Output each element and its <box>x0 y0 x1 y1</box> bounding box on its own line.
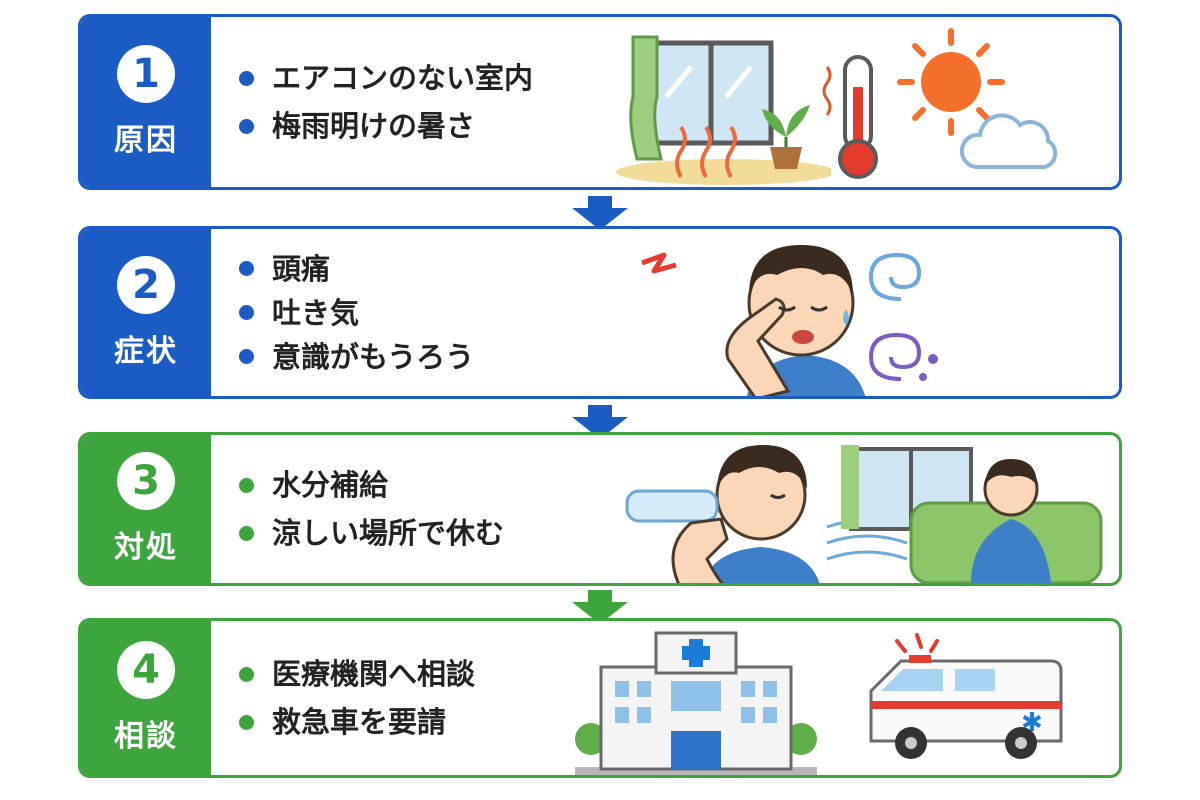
down-arrow-icon <box>572 590 628 624</box>
thermometer-icon <box>822 55 878 179</box>
bullet-icon <box>239 714 254 730</box>
step-consult: 4 相談 医療機関へ相談 救急車を要請 ✱ <box>78 618 1122 778</box>
window-icon <box>616 35 831 185</box>
down-arrow-icon <box>572 196 628 230</box>
step-symptoms: 2 症状 頭痛 吐き気 意識がもうろう <box>78 226 1122 399</box>
hospital-icon <box>575 631 817 775</box>
list-item: 意識がもうろう <box>239 340 474 374</box>
resting-person-icon <box>826 445 1103 583</box>
dizzy-swirl-icon <box>868 252 938 381</box>
list-item: 梅雨明けの暑さ <box>239 109 533 143</box>
step-title: 症状 <box>114 333 178 369</box>
bullet-icon <box>239 305 254 320</box>
list-item: 水分補給 <box>239 468 504 502</box>
step-title: 相談 <box>114 719 178 754</box>
step-title: 原因 <box>114 123 178 158</box>
list-item: エアコンのない室内 <box>239 61 533 95</box>
bullet-icon <box>239 525 254 541</box>
sun-icon <box>897 28 1005 136</box>
list-item: 救急車を要請 <box>239 705 475 739</box>
list-item: 涼しい場所で休む <box>239 516 504 550</box>
bullet-icon <box>239 70 254 86</box>
bullet-icon <box>239 349 254 364</box>
step-label: 4 相談 <box>81 621 211 775</box>
step-cause: 1 原因 エアコンのない室内 梅雨明けの暑さ <box>78 14 1122 190</box>
plant-icon <box>762 105 810 169</box>
bullet-icon <box>239 477 254 493</box>
list-item: 医療機関へ相談 <box>239 657 475 691</box>
headache-person-icon <box>641 245 866 396</box>
step-label: 3 対処 <box>81 435 211 583</box>
step-treatment: 3 対処 水分補給 涼しい場所で休む <box>78 432 1122 586</box>
step-items: エアコンのない室内 梅雨明けの暑さ <box>239 17 533 187</box>
bullet-icon <box>239 261 254 276</box>
step-number: 2 <box>117 255 175 314</box>
bullet-icon <box>239 118 254 134</box>
step-number: 1 <box>117 45 175 103</box>
step-label: 2 症状 <box>81 229 211 396</box>
step-items: 医療機関へ相談 救急車を要請 <box>239 621 475 775</box>
step-items: 水分補給 涼しい場所で休む <box>239 435 504 583</box>
list-item: 頭痛 <box>239 252 474 286</box>
step-label: 1 原因 <box>81 17 211 187</box>
step-number: 3 <box>117 452 175 510</box>
step-number: 4 <box>117 641 175 699</box>
step-title: 対処 <box>114 530 178 565</box>
bullet-icon <box>239 666 254 682</box>
drinking-person-icon <box>625 445 820 583</box>
down-arrow-icon <box>572 405 628 439</box>
step-items: 頭痛 吐き気 意識がもうろう <box>239 229 474 396</box>
ambulance-icon: ✱ <box>869 633 1063 759</box>
list-item: 吐き気 <box>239 296 474 330</box>
cloud-icon <box>959 113 1058 169</box>
